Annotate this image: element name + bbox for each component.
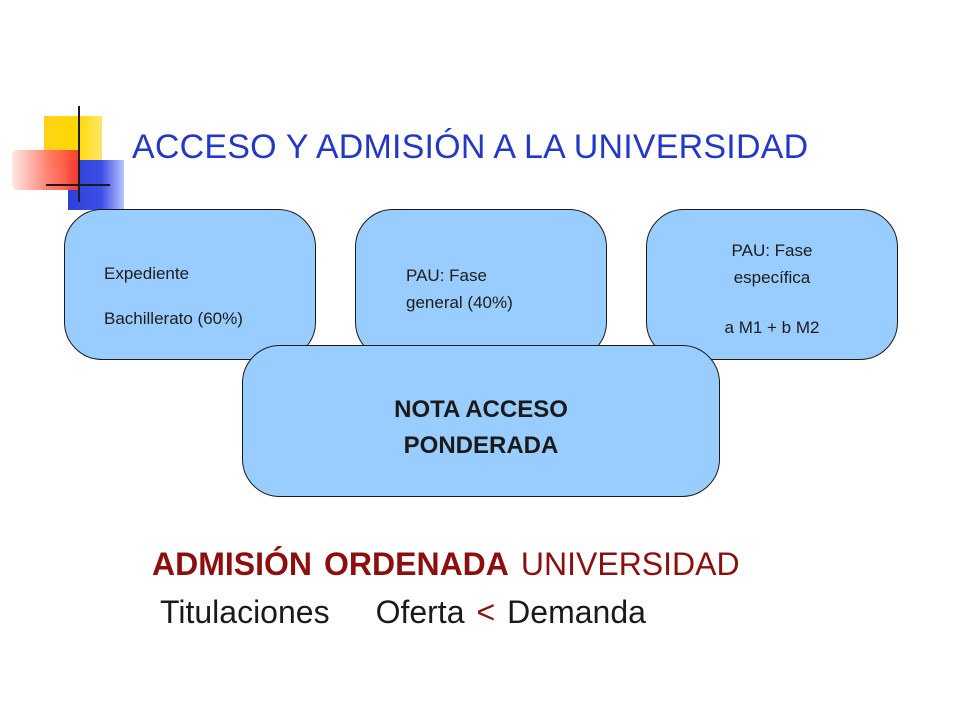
vertical-line-icon (78, 106, 80, 202)
admision-statement: ADMISIÓN ORDENADA UNIVERSIDAD (152, 546, 740, 583)
oferta-demanda-statement: Titulaciones Oferta < Demanda (160, 594, 646, 631)
red-bar-icon (12, 150, 78, 190)
slide-title: ACCESO Y ADMISIÓN A LA UNIVERSIDAD (132, 128, 809, 166)
oferta-word: Oferta (375, 594, 465, 630)
pau-especifica-formula: a M1 + b M2 (724, 318, 820, 337)
less-than-sign: < (476, 594, 496, 630)
pau-especifica-box (646, 209, 898, 360)
pau-general-label-line1: PAU: Fase (406, 266, 487, 285)
nota-acceso-box (242, 345, 720, 497)
expediente-label-line2: Bachillerato (60%) (104, 309, 243, 328)
nota-acceso-label-line2: PONDERADA (403, 432, 559, 459)
expediente-label-line1: Expediente (104, 264, 190, 283)
titulaciones-word: Titulaciones (160, 594, 330, 630)
pau-general-label-line2: general (40%) (406, 293, 513, 312)
horizontal-line-icon (46, 184, 110, 186)
demanda-word: Demanda (507, 594, 646, 630)
nota-acceso-label-line1: NOTA ACCESO (394, 396, 568, 423)
expediente-box (64, 209, 316, 360)
pau-especifica-label-line2: específica (733, 268, 811, 287)
admision-word: ADMISIÓN (152, 546, 312, 582)
ordenada-word: ORDENADA (324, 546, 509, 582)
pau-especifica-label-line1: PAU: Fase (731, 241, 813, 260)
universidad-word: UNIVERSIDAD (520, 546, 740, 582)
